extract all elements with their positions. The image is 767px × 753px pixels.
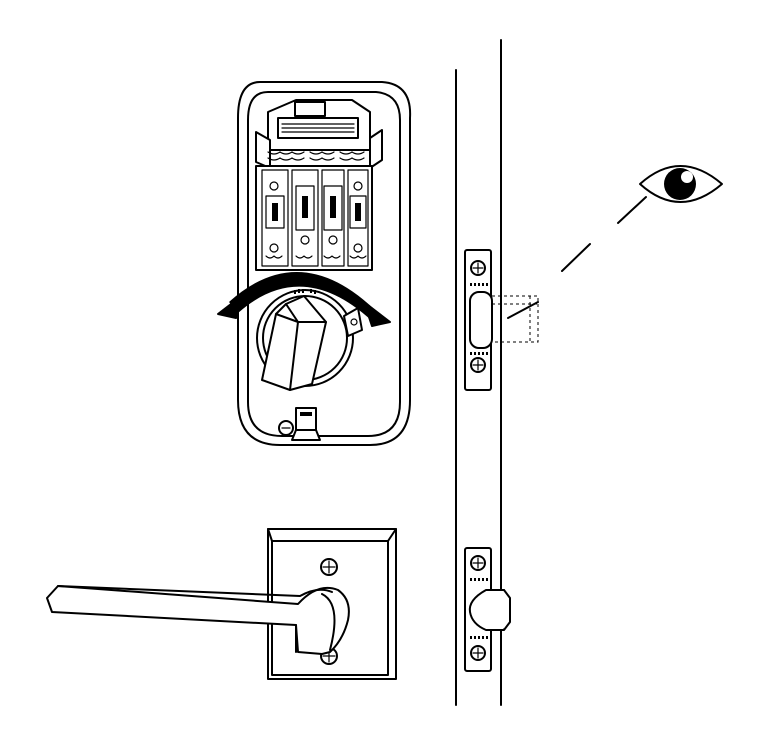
smart-lock-interior-unit <box>217 81 412 446</box>
battery-icon <box>295 185 315 231</box>
screw-icon <box>470 357 486 373</box>
rotate-arrow-icon <box>217 272 391 327</box>
battery-cover-hinge <box>255 99 383 169</box>
sight-line <box>507 196 647 319</box>
bottom-connector <box>278 407 321 441</box>
stamp-marks <box>470 283 488 355</box>
screw-icon <box>320 558 338 576</box>
latch-bolt-icon <box>468 589 511 631</box>
thumb-turn-knob <box>256 289 354 391</box>
eye-icon <box>639 165 723 203</box>
deadbolt-faceplate <box>464 249 493 391</box>
screw-icon <box>470 260 486 276</box>
battery-springs <box>267 151 365 161</box>
battery-icon <box>349 195 367 229</box>
lever-handle <box>46 528 397 680</box>
screw-icon <box>470 645 486 661</box>
battery-icon <box>265 195 285 229</box>
battery-icon <box>323 185 343 231</box>
screw-icon <box>470 555 486 571</box>
battery-compartment <box>255 165 373 271</box>
deadbolt-bolt-hidden <box>491 295 539 343</box>
latch-faceplate <box>464 547 511 672</box>
stamp-marks <box>470 578 488 639</box>
